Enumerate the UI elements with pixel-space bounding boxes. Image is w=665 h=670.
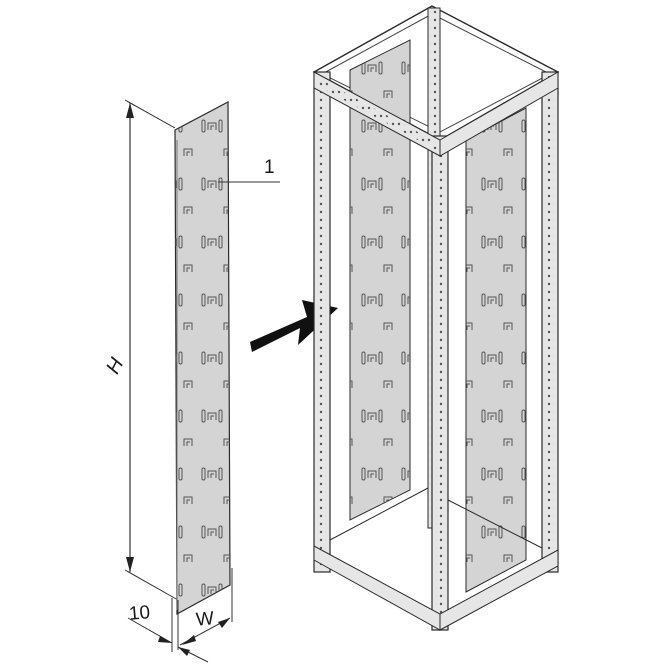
enclosure-frame [312, 5, 560, 631]
height-dimension [124, 99, 179, 601]
offset-dimension [127, 598, 209, 663]
offset-label: 10 [128, 602, 152, 625]
mounting-plate [174, 101, 231, 616]
width-dimension [177, 568, 233, 650]
part-number-label: 1 [264, 157, 275, 178]
width-label: W [195, 608, 215, 631]
